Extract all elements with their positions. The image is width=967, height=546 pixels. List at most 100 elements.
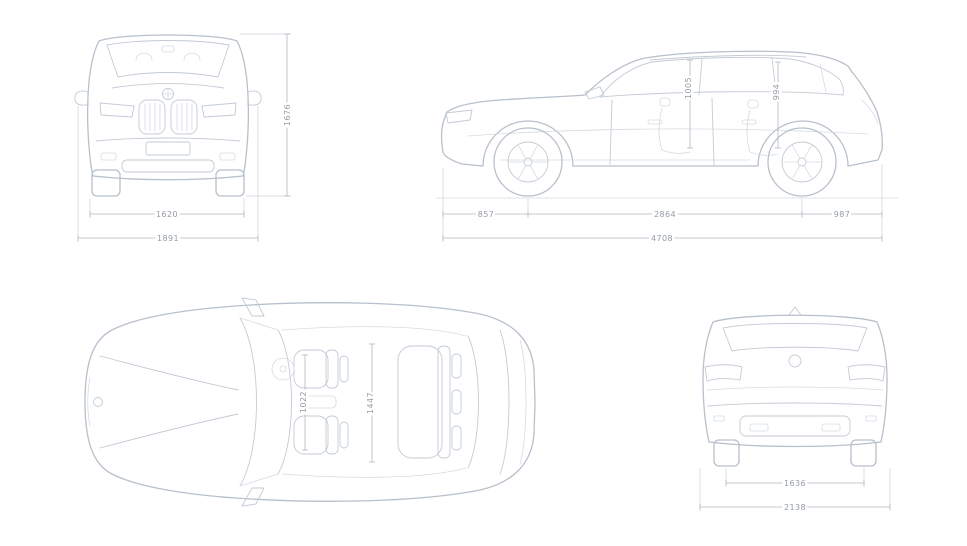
side-character-line xyxy=(467,128,869,137)
top-body-outline xyxy=(84,302,536,502)
top-front-seat-left xyxy=(293,349,349,389)
rear-taillight-right xyxy=(847,364,886,382)
top-rear-interior-width-label: 1447 xyxy=(366,392,375,414)
top-dim-rear-interior-width: 1447 xyxy=(364,343,378,463)
side-roof-rail xyxy=(649,54,807,61)
front-mirror-left xyxy=(74,90,90,106)
front-headrest-left xyxy=(135,52,153,61)
rear-width-label: 2138 xyxy=(784,503,806,512)
front-headrest-right xyxy=(183,52,201,61)
side-b-pillar xyxy=(698,58,703,96)
top-tailgate-edge xyxy=(499,329,510,475)
top-windshield-base xyxy=(239,317,257,487)
top-steering-hub xyxy=(279,365,287,373)
front-rearview-mirror xyxy=(161,45,175,53)
top-steering-wheel xyxy=(271,357,295,381)
front-kidney-right xyxy=(170,99,198,135)
rear-bmw-roundel xyxy=(788,354,802,368)
side-rear-wheel xyxy=(767,127,837,197)
side-door-handle-rear xyxy=(741,119,757,125)
front-bumper-line xyxy=(95,137,241,142)
rear-tire-right xyxy=(850,439,877,467)
front-lower-intake xyxy=(121,159,215,173)
rear-taillight-left xyxy=(704,364,743,382)
rear-view: 1636 2138 xyxy=(699,306,891,515)
side-overall-length-label: 4708 xyxy=(651,234,673,243)
top-center-console xyxy=(299,395,337,409)
front-tire-left xyxy=(91,169,121,197)
side-dim-rear-interior-height: 994 xyxy=(770,61,784,149)
side-door-handle-front xyxy=(647,119,663,125)
top-view: 1022 1447 xyxy=(84,297,536,507)
rear-window xyxy=(722,323,868,352)
side-rear-interior-height-label: 994 xyxy=(772,84,781,100)
rear-dim-track: 1636 xyxy=(725,468,865,491)
top-rear-window xyxy=(467,335,479,469)
front-height-label: 1676 xyxy=(283,104,292,126)
front-fog-right xyxy=(219,152,236,161)
front-dim-width: 1891 xyxy=(77,106,259,246)
top-hood-crease-lower xyxy=(99,413,239,449)
side-view: 1005 994 857 2864 987 4708 xyxy=(435,50,899,246)
side-window-outline xyxy=(599,56,844,98)
side-door-seam-front xyxy=(609,99,613,165)
rear-reflector-right xyxy=(865,415,877,422)
top-bmw-roundel xyxy=(93,397,103,407)
top-mirror-upper xyxy=(241,297,265,317)
top-mirror-lower xyxy=(241,487,265,507)
front-kidney-left xyxy=(138,99,166,135)
rear-exhaust-left xyxy=(749,423,769,432)
side-dim-front-interior-height: 1005 xyxy=(682,59,696,149)
rear-reflector-left xyxy=(713,415,725,422)
front-track-label: 1620 xyxy=(156,210,178,219)
rear-track-label: 1636 xyxy=(784,479,806,488)
side-front-seat xyxy=(658,97,691,154)
top-hood-crease-upper xyxy=(99,355,239,391)
top-rear-bumper-line xyxy=(519,339,527,465)
front-headlight-left xyxy=(99,102,135,118)
top-nose-line xyxy=(87,377,91,427)
top-front-seat-right xyxy=(293,415,349,455)
rear-tire-left xyxy=(713,439,740,467)
side-body-outline xyxy=(440,50,883,167)
side-front-wheel xyxy=(493,127,563,197)
front-dim-height: 1676 xyxy=(240,33,295,197)
rear-body-outline xyxy=(702,314,888,448)
side-front-overhang-label: 857 xyxy=(478,210,494,219)
side-quarter-window xyxy=(819,63,827,93)
rear-antenna-fin xyxy=(788,306,802,316)
front-mirror-right xyxy=(246,90,262,106)
front-hood-line xyxy=(111,83,225,89)
side-headlight xyxy=(445,109,473,124)
rear-exhaust-right xyxy=(821,423,841,432)
front-tire-right xyxy=(215,169,245,197)
front-fog-left xyxy=(100,152,117,161)
front-roundel-cross xyxy=(162,88,174,100)
side-mirror xyxy=(584,86,605,100)
top-a-pillar-lower xyxy=(239,473,279,487)
side-dim-overall-length: 4708 xyxy=(442,232,883,246)
top-windshield-top xyxy=(277,329,292,475)
side-rear-overhang-label: 987 xyxy=(834,210,850,219)
front-grille-slats xyxy=(144,102,193,132)
top-dim-front-interior-width: 1022 xyxy=(297,354,311,451)
front-width-label: 1891 xyxy=(157,234,179,243)
side-dim-chain: 857 2864 987 xyxy=(442,164,883,242)
side-c-pillar xyxy=(771,57,777,93)
front-body-outline xyxy=(86,34,250,181)
side-wheelbase-label: 2864 xyxy=(654,210,676,219)
front-windshield xyxy=(106,40,230,78)
front-license-plate xyxy=(145,141,191,156)
side-door-seam-rear xyxy=(711,97,715,166)
top-roof-edge-upper xyxy=(281,326,467,337)
side-taillight xyxy=(861,99,879,125)
side-front-interior-height-label: 1005 xyxy=(684,77,693,99)
side-rear-seat xyxy=(746,99,779,156)
front-dim-track: 1620 xyxy=(89,198,245,222)
rear-tailgate-crease xyxy=(706,386,884,391)
front-view: 1620 1891 1676 xyxy=(74,33,295,246)
rear-diffuser xyxy=(739,415,851,437)
top-a-pillar-upper xyxy=(239,317,279,331)
